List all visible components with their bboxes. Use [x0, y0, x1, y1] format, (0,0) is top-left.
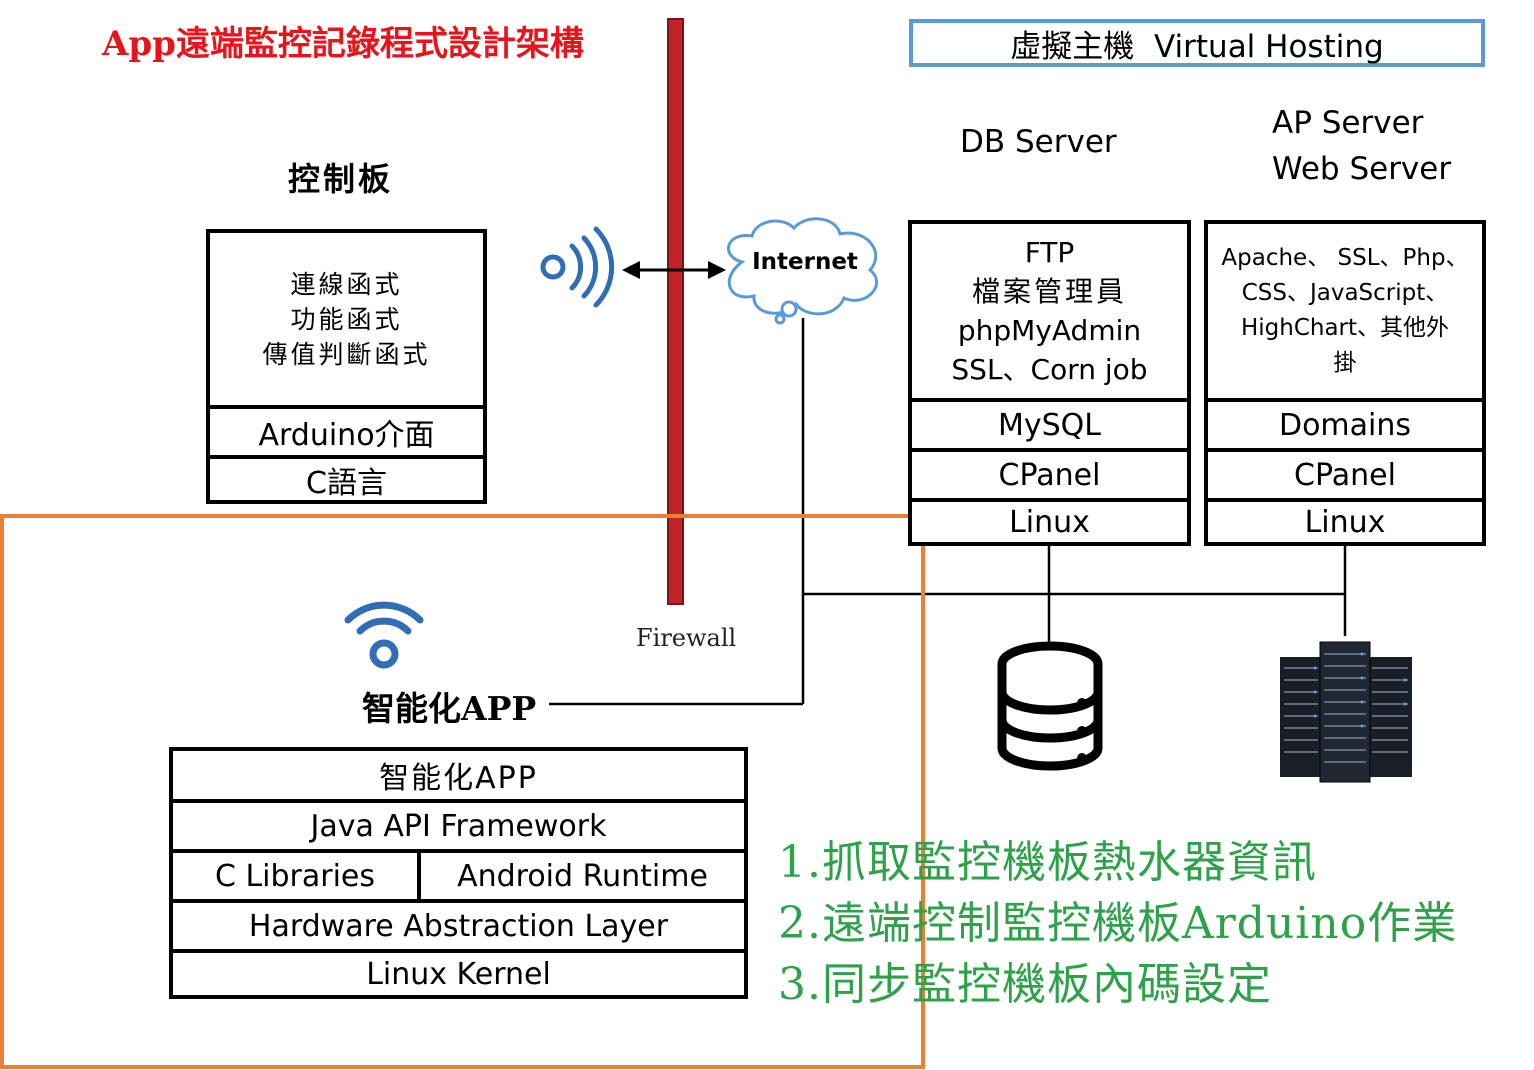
- db-server-stack: FTP 檔案管理員 phpMyAdmin SSL、Corn job MySQL …: [908, 220, 1191, 546]
- firewall-label: Firewall: [636, 624, 737, 652]
- domains-layer: Domains: [1208, 398, 1482, 448]
- internet-cloud-icon: [727, 217, 879, 325]
- wifi-icon: [344, 601, 424, 669]
- feature-item: 2.遠端控制監控機板Arduino作業: [778, 898, 1458, 949]
- ap-server-heading: AP Server Web Server: [1272, 100, 1451, 192]
- database-icon: [997, 641, 1103, 771]
- ap-server-stack: Apache、 SSL、Php、 CSS、JavaScript、 HighCha…: [1204, 220, 1486, 546]
- function-line: 功能函式: [290, 304, 403, 334]
- diagram-title: App遠端監控記錄程式設計架構: [102, 24, 584, 64]
- feature-item: 3.同步監控機板內碼設定: [778, 959, 1272, 1010]
- feature-item: 1.抓取監控機板熱水器資訊: [778, 837, 1317, 888]
- ap-server-heading-line2: Web Server: [1272, 151, 1452, 187]
- tool-line: Apache、 SSL、Php、: [1221, 245, 1469, 271]
- database-dots: [1077, 698, 1087, 763]
- linux-kernel-layer: Linux Kernel: [173, 949, 744, 995]
- ap-cpanel-layer: CPanel: [1208, 448, 1482, 498]
- db-server-tools: FTP 檔案管理員 phpMyAdmin SSL、Corn job: [912, 224, 1187, 398]
- wireless-signal-icon: [540, 226, 615, 308]
- feature-list: 1.抓取監控機板熱水器資訊 2.遠端控制監控機板Arduino作業 3.同步監控…: [778, 832, 1457, 1015]
- firewall-bar: [667, 18, 684, 605]
- tool-line: SSL、Corn job: [951, 353, 1148, 386]
- tool-line: phpMyAdmin: [957, 314, 1142, 347]
- smart-app-region: [0, 514, 925, 1069]
- tool-line: CSS、JavaScript、: [1241, 280, 1449, 306]
- virtual-hosting-banner: 虛擬主機 Virtual Hosting: [909, 19, 1485, 67]
- function-line: 傳值判斷函式: [262, 339, 431, 369]
- c-libraries-layer: C Libraries: [173, 853, 421, 899]
- app-layer: 智能化APP: [379, 761, 538, 796]
- db-cpanel-layer: CPanel: [912, 448, 1187, 498]
- arrow-head-left: [622, 261, 640, 279]
- arduino-interface-layer: Arduino介面: [210, 405, 483, 455]
- control-board-stack: 連線函式 功能函式 傳值判斷函式 Arduino介面 C語言: [206, 229, 487, 504]
- java-api-framework-layer: Java API Framework: [173, 799, 744, 849]
- db-server-heading: DB Server: [960, 124, 1117, 160]
- tool-line: 檔案管理員: [971, 275, 1127, 308]
- tool-line: HighChart、其他外: [1240, 315, 1450, 341]
- ap-server-heading-line1: AP Server: [1272, 105, 1424, 141]
- tool-line: 掛: [1333, 350, 1357, 376]
- ap-server-tools: Apache、 SSL、Php、 CSS、JavaScript、 HighCha…: [1208, 224, 1482, 398]
- control-board-heading: 控制板: [288, 160, 394, 198]
- android-stack: 智能化APP Java API Framework C Libraries An…: [169, 747, 748, 999]
- internet-label: Internet: [752, 249, 858, 275]
- hardware-abstraction-layer: Hardware Abstraction Layer: [173, 899, 744, 949]
- libraries-runtime-layer: C Libraries Android Runtime: [173, 849, 744, 899]
- smart-app-label: 智能化APP: [362, 689, 537, 728]
- arrow-head-right: [708, 261, 726, 279]
- android-runtime-layer: Android Runtime: [457, 858, 708, 894]
- c-language-layer: C語言: [210, 455, 483, 501]
- ap-linux-layer: Linux: [1208, 498, 1482, 542]
- mysql-layer: MySQL: [912, 398, 1187, 448]
- db-linux-layer: Linux: [912, 498, 1187, 542]
- control-board-functions: 連線函式 功能函式 傳值判斷函式: [210, 233, 483, 405]
- tool-line: FTP: [1024, 236, 1075, 269]
- server-rack-icon: [1280, 641, 1412, 783]
- function-line: 連線函式: [290, 269, 403, 299]
